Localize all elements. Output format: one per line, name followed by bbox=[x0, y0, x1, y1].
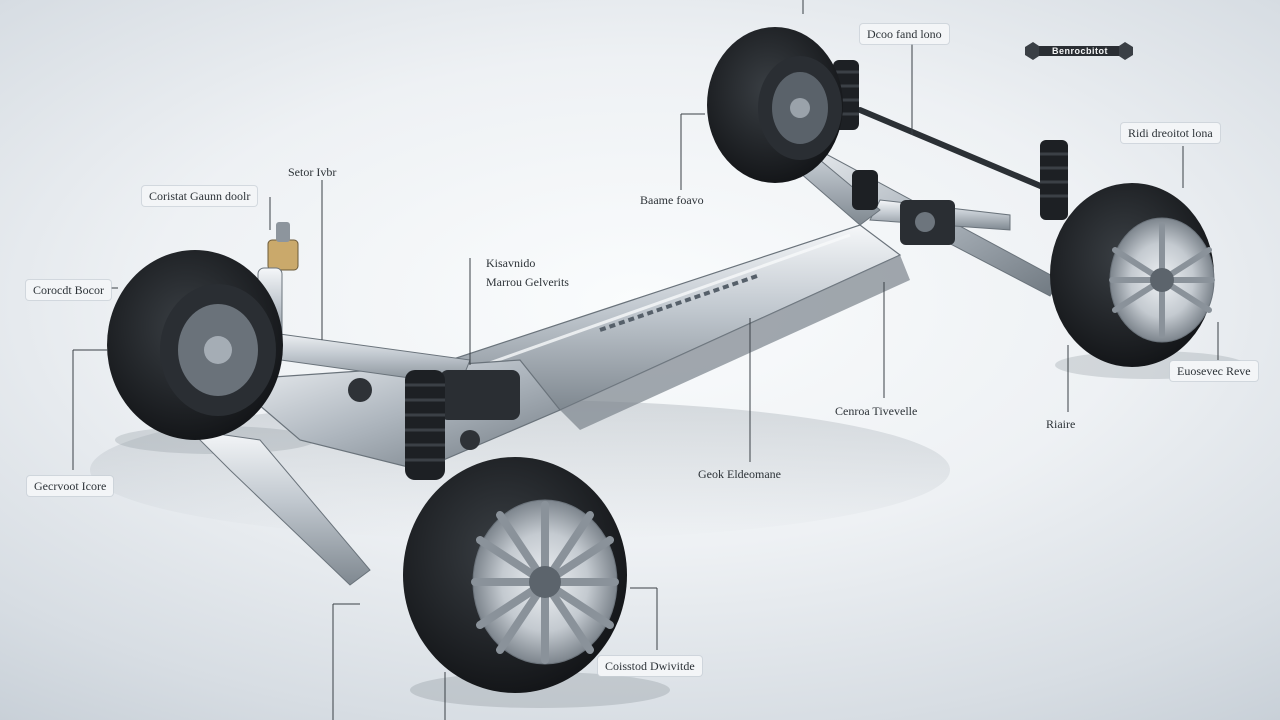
wheel-rear-left bbox=[707, 27, 843, 183]
label-left-upper: Coristat Gaunn doolr bbox=[142, 186, 258, 206]
label-center-stack: Kisavnido Marrou Gelverits bbox=[486, 254, 569, 292]
label-center-stack-2: Marrou Gelverits bbox=[486, 275, 569, 289]
label-top-right: Ridi dreoitot lona bbox=[1121, 123, 1220, 143]
wheel-front-right bbox=[403, 457, 627, 693]
label-center-lower: Cenroa Tivevelle bbox=[835, 404, 918, 418]
wheel-front-left bbox=[107, 250, 283, 440]
center-coil-spring bbox=[405, 370, 445, 480]
chassis-backbone bbox=[417, 224, 910, 430]
front-subframe bbox=[188, 329, 561, 586]
brand-logo: Benrocbitot bbox=[1025, 40, 1133, 62]
label-left-mid: Corocdt Bocor bbox=[26, 280, 111, 300]
label-rear-upper-left: Baame foavo bbox=[640, 193, 704, 207]
label-center-bottom: Geok Eldeomane bbox=[698, 467, 781, 481]
rear-coil-springs bbox=[833, 60, 1068, 220]
label-top-center: Dcoo fand lono bbox=[860, 24, 949, 44]
label-right-lower: Riaire bbox=[1046, 417, 1076, 431]
label-right-mid: Euosevec Reve bbox=[1170, 361, 1258, 381]
label-bottom-center: Coisstod Dwivitde bbox=[598, 656, 702, 676]
leader-lines bbox=[72, 0, 1219, 720]
wheel-rear-right bbox=[1050, 183, 1215, 367]
label-left-lower: Gecrvoot Icore bbox=[27, 476, 114, 496]
label-center-stack-1: Kisavnido bbox=[486, 256, 536, 270]
logo-text: Benrocbitot bbox=[1052, 46, 1108, 56]
wrench-badge-icon bbox=[1025, 42, 1133, 60]
label-left-upper-2: Setor Ivbr bbox=[288, 165, 337, 179]
